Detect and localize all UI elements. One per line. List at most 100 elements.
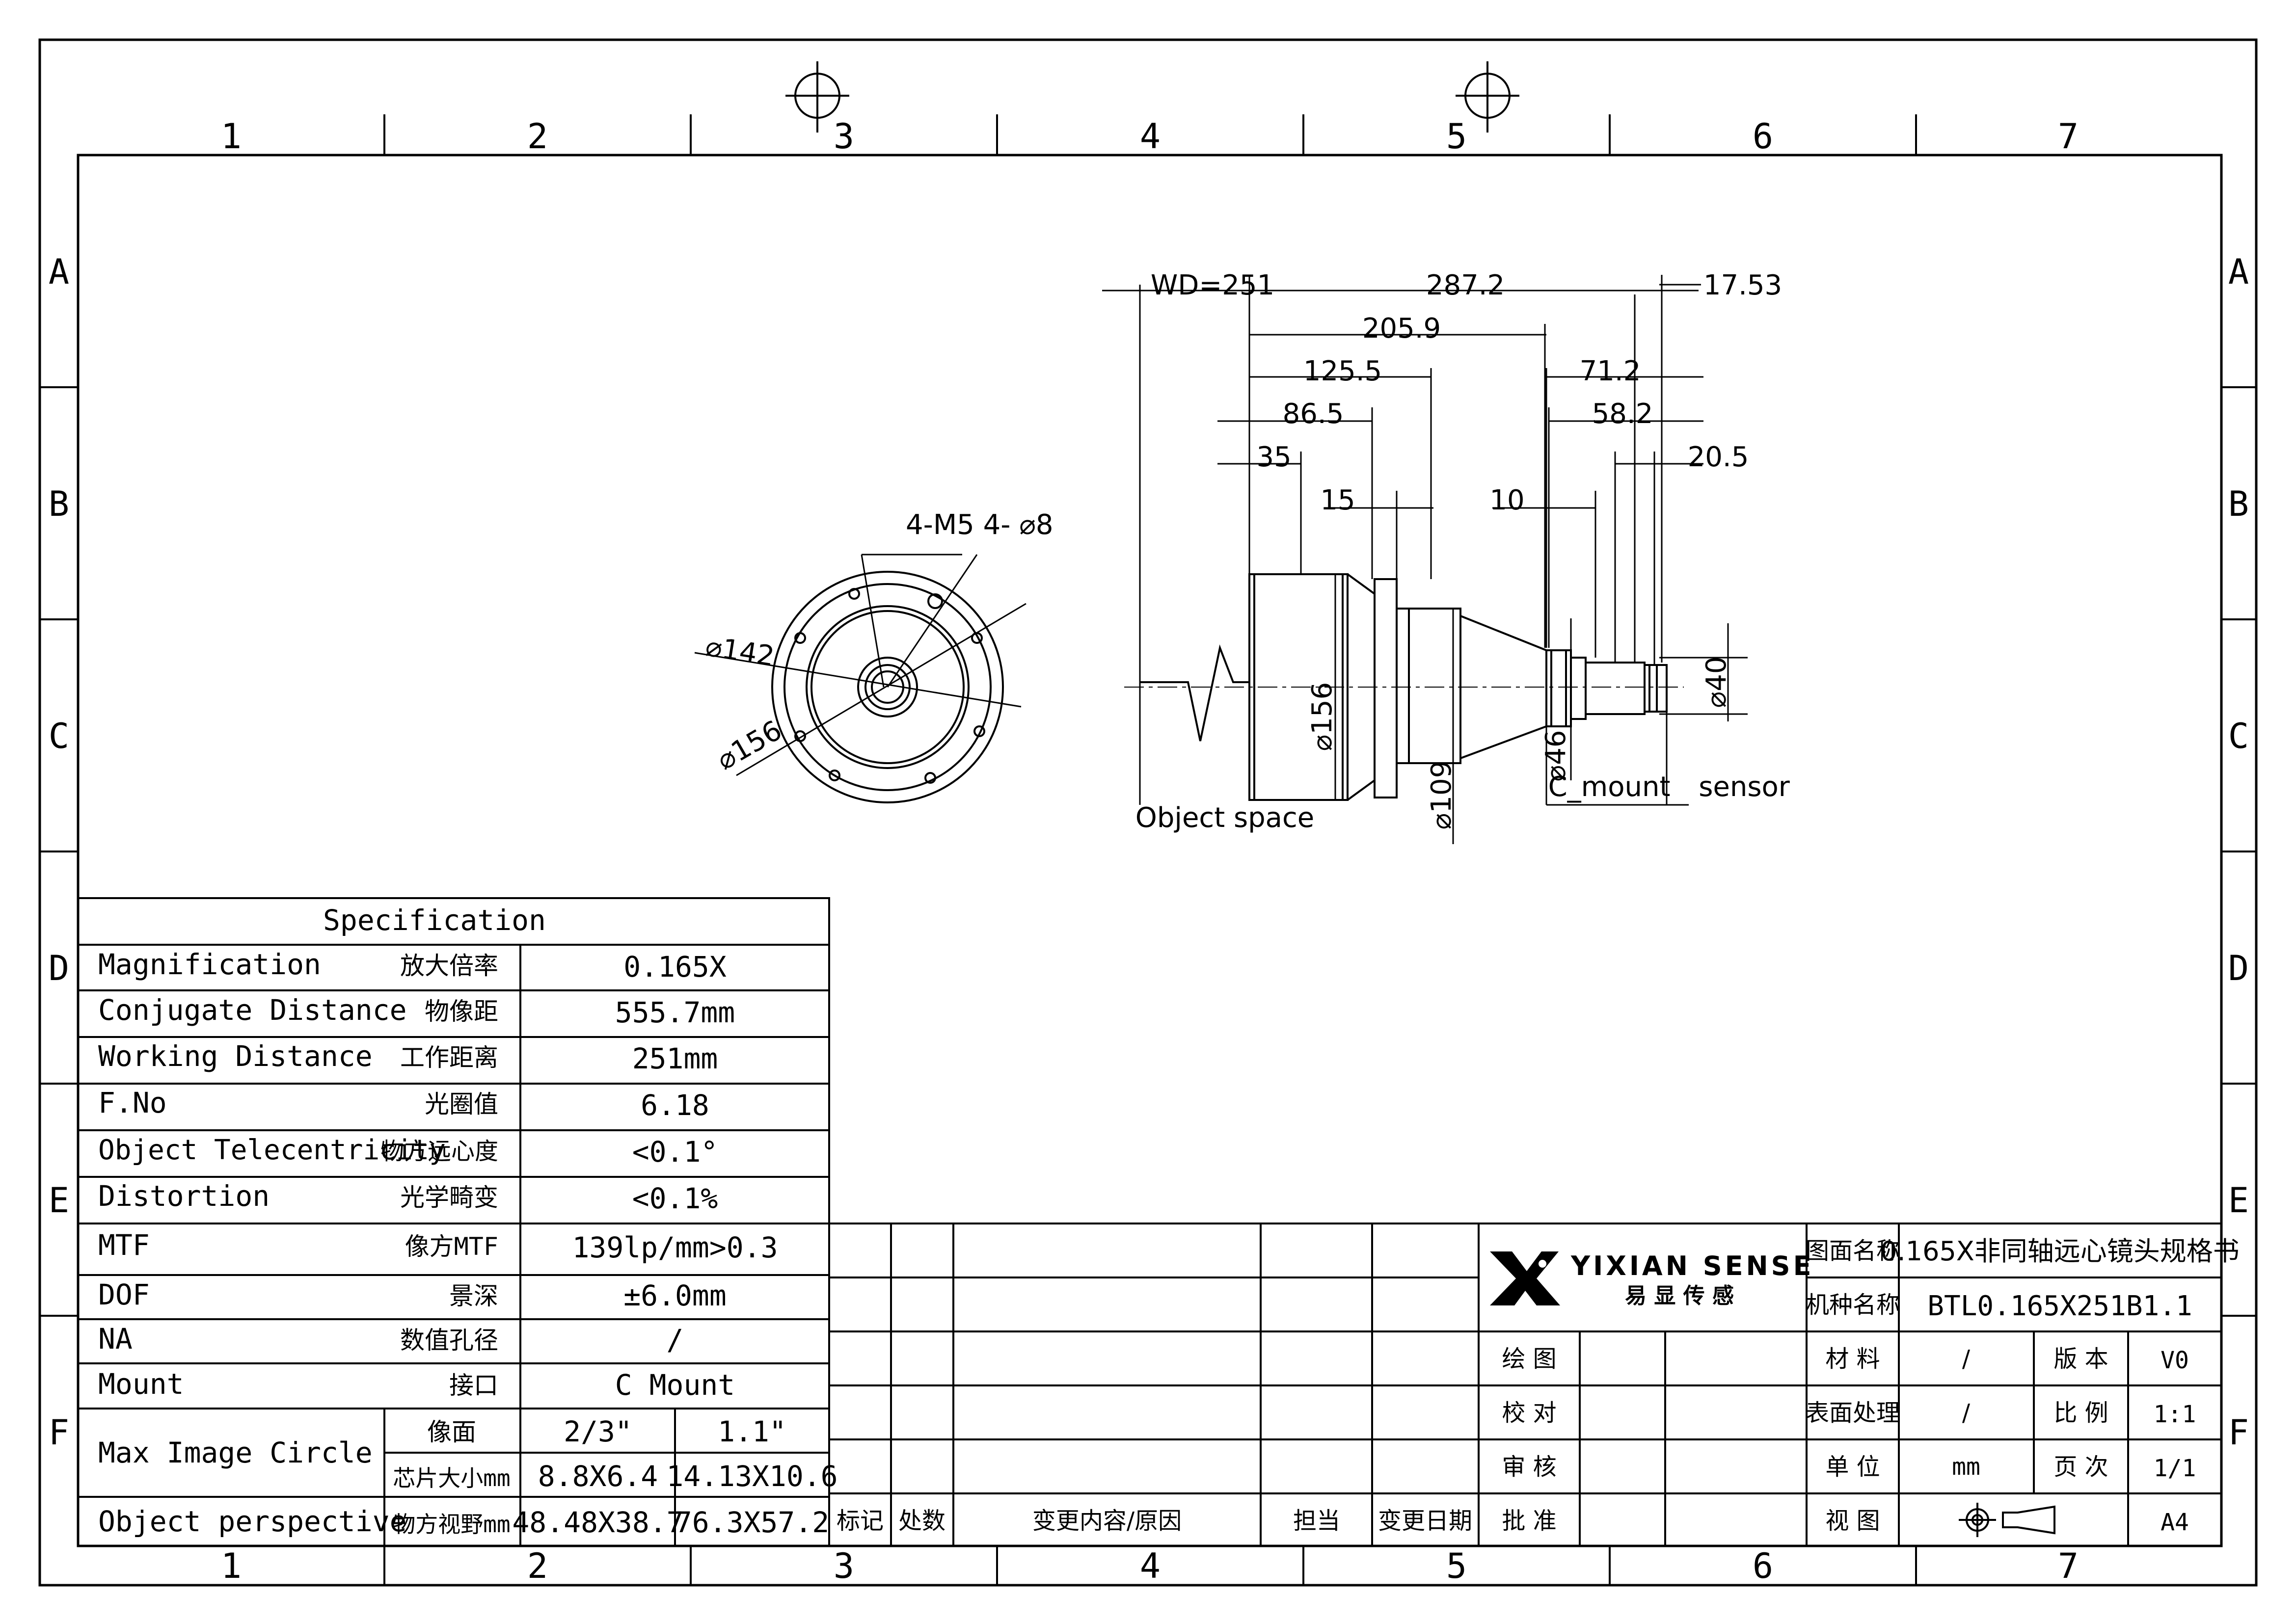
view-label: 视 图 (1825, 1507, 1880, 1535)
row-label-right: F (2228, 1412, 2249, 1453)
col-label-top: 5 (1446, 116, 1467, 157)
rev-content-header: 变更内容/原因 (1032, 1507, 1182, 1535)
col-label-bottom: 7 (2058, 1546, 2079, 1586)
scale-value: 1:1 (2154, 1401, 2196, 1428)
title-block-fields: 图面名称 0.165X非同轴远心镜头规格书 机种名称 BTL0.165X251B… (1806, 1236, 2240, 1536)
col-label-bottom: 1 (221, 1546, 242, 1586)
sheet-size-value: A4 (2161, 1509, 2189, 1536)
spec-en: DOF (98, 1278, 150, 1311)
spec-cn: 工作距离 (400, 1043, 498, 1072)
chip-size-cn: 芯片大小mm (393, 1465, 510, 1491)
dim-20: 20.5 (1688, 441, 1749, 473)
col-label-bottom: 4 (1140, 1546, 1161, 1586)
center-mark-icon (1456, 61, 1519, 133)
spec-cn: 放大倍率 (400, 952, 498, 980)
c-mount-label: C_mount (1548, 771, 1671, 803)
spec-en: Distortion (98, 1179, 270, 1213)
dim-205: 205.9 (1362, 313, 1441, 345)
version-label: 版 本 (2053, 1345, 2108, 1373)
row-label-left: C (49, 716, 69, 756)
spec-en: Conjugate Distance (98, 993, 407, 1027)
model-value: BTL0.165X251B1.1 (1927, 1290, 2192, 1322)
row-ticks (40, 386, 2256, 1317)
spec-cn: 光圈值 (425, 1090, 498, 1118)
perspective-en: Object perspective (98, 1505, 407, 1538)
dim-125: 125.5 (1303, 355, 1382, 387)
dim-71: 71.2 (1580, 355, 1641, 387)
image-circle-v1: 2/3" (564, 1415, 632, 1448)
col-label-bottom: 5 (1446, 1546, 1467, 1586)
logo-brand: YIXIAN SENSE (1570, 1250, 1814, 1281)
spec-en: Mount (98, 1367, 184, 1401)
dia-inner-label: ⌀142 (703, 631, 777, 673)
scale-label: 比 例 (2053, 1399, 2108, 1427)
model-label: 机种名称 (1806, 1291, 1900, 1319)
chip-size-v2: 14.13X10.6 (666, 1460, 837, 1493)
side-view-labels: WD=251 287.2 17.53 205.9 125.5 71.2 86.5… (1135, 269, 1790, 834)
yixian-logo: YIXIAN SENSE 易 显 传 感 (1490, 1250, 1814, 1308)
revision-header: 标记 处数 变更内容/原因 担当 变更日期 (837, 1507, 1472, 1535)
spec-value: 139lp/mm>0.3 (572, 1231, 778, 1264)
col-label-top: 3 (834, 116, 854, 157)
col-label-top: 4 (1140, 116, 1161, 157)
dim-58: 58.2 (1592, 398, 1653, 430)
dim-10: 10 (1489, 484, 1524, 516)
version-value: V0 (2161, 1347, 2189, 1374)
object-space-label: Object space (1135, 802, 1314, 834)
approval-review: 审 核 (1502, 1453, 1556, 1481)
row-label-right: E (2228, 1180, 2249, 1221)
sensor-label: sensor (1699, 771, 1790, 803)
row-label-left: B (49, 484, 69, 524)
dia-156-side: ⌀156 (1306, 682, 1338, 751)
spec-en: NA (98, 1322, 133, 1356)
spec-value: <0.1° (632, 1135, 718, 1169)
spec-cn: 数值孔径 (400, 1326, 498, 1355)
spec-value: 6.18 (641, 1089, 709, 1122)
spec-en: Object Telecentricity (98, 1134, 446, 1166)
spec-value: <0.1% (632, 1182, 718, 1215)
outer-frame (38, 38, 2258, 1587)
col-label-top: 1 (221, 116, 242, 157)
row-label-left: A (49, 252, 69, 292)
col-label-top: 7 (2058, 116, 2079, 157)
image-circle-cn: 像面 (427, 1418, 476, 1446)
grid-labels: 1 2 3 4 5 6 7 1 2 3 4 5 6 7 A B C D E F … (49, 116, 2249, 1586)
rev-owner-header: 担当 (1293, 1507, 1340, 1535)
approval-labels: 绘 图 校 对 审 核 批 准 (1502, 1345, 1556, 1535)
surface-value: / (1962, 1399, 1971, 1427)
spec-value: ±6.0mm (623, 1279, 727, 1312)
page-label: 页 次 (2053, 1453, 2108, 1481)
spec-cn: 光学畸变 (400, 1183, 498, 1212)
spec-title: Specification (323, 904, 546, 937)
dim-17: 17.53 (1703, 269, 1782, 301)
spec-value: / (667, 1323, 684, 1356)
front-view (694, 554, 1026, 803)
spec-cn: 物像距 (425, 997, 498, 1026)
dim-35: 35 (1256, 441, 1291, 473)
image-circle-v2: 1.1" (718, 1415, 786, 1448)
unit-value: mm (1952, 1453, 1980, 1481)
dim-86: 86.5 (1283, 398, 1344, 430)
page-value: 1/1 (2154, 1455, 2196, 1482)
dia-109-side: ⌀109 (1426, 761, 1458, 830)
dia-46-side: ⌀46 (1540, 730, 1572, 782)
drawing-name-value: 0.165X非同轴远心镜头规格书 (1880, 1236, 2240, 1267)
spec-en: F.No (98, 1086, 167, 1119)
x-logo-icon (1490, 1251, 1560, 1305)
row-label-right: A (2228, 252, 2249, 292)
col-label-bottom: 2 (527, 1546, 548, 1586)
perspective-v2: 76.3X57.2 (675, 1506, 829, 1539)
material-label: 材 料 (1825, 1345, 1880, 1373)
unit-label: 单 位 (1825, 1453, 1880, 1481)
row-label-right: C (2228, 716, 2249, 756)
col-label-top: 6 (1753, 116, 1773, 157)
image-circle-en: Max Image Circle (98, 1436, 373, 1469)
spec-en: Working Distance (98, 1039, 373, 1073)
projection-symbol-icon (1959, 1503, 2055, 1537)
dim-287: 287.2 (1426, 269, 1505, 301)
logo-cn: 易 显 传 感 (1625, 1283, 1734, 1308)
perspective-v1: 48.48X38.7 (512, 1506, 683, 1539)
column-ticks (383, 114, 1917, 1585)
rev-date-header: 变更日期 (1378, 1507, 1472, 1535)
